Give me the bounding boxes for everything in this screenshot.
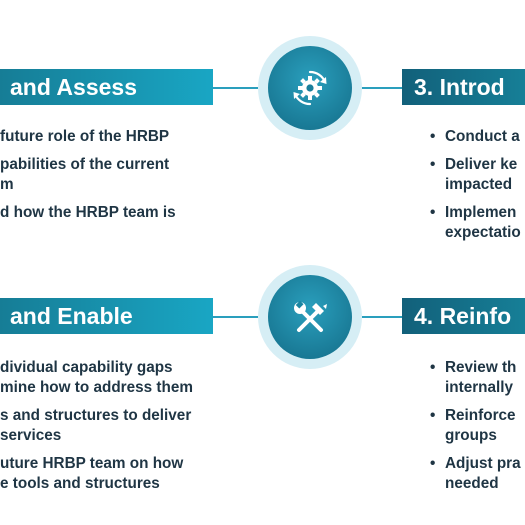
hammer-wrench-icon — [294, 300, 327, 332]
connector-line — [362, 316, 402, 318]
connector-line — [213, 316, 258, 318]
step-title: 4. Reinfo — [414, 302, 512, 329]
list-item: future role of the HRBP — [0, 128, 170, 145]
step-title: and Assess — [10, 73, 137, 100]
step-banner-enable: and Enable — [0, 298, 213, 334]
step-title: and Enable — [10, 302, 133, 329]
step-title: 3. Introd — [414, 73, 505, 100]
step-banner-reinforce: 4. Reinfo — [402, 298, 525, 334]
assess-list: future role of the HRBP pabilities of th… — [0, 127, 176, 231]
connector-line — [362, 87, 402, 89]
step-banner-assess: and Assess — [0, 69, 213, 105]
gear-refresh-icon — [293, 70, 327, 106]
hub-circle — [268, 46, 352, 130]
gear-refresh-hub — [258, 36, 362, 140]
connector-line — [213, 87, 258, 89]
hub-circle — [268, 275, 352, 359]
tools-hub — [258, 265, 362, 369]
step-banner-introduce: 3. Introd — [402, 69, 525, 105]
list-item: Conduct a — [430, 127, 521, 147]
list-item: d how the HRBP team is — [0, 204, 176, 221]
